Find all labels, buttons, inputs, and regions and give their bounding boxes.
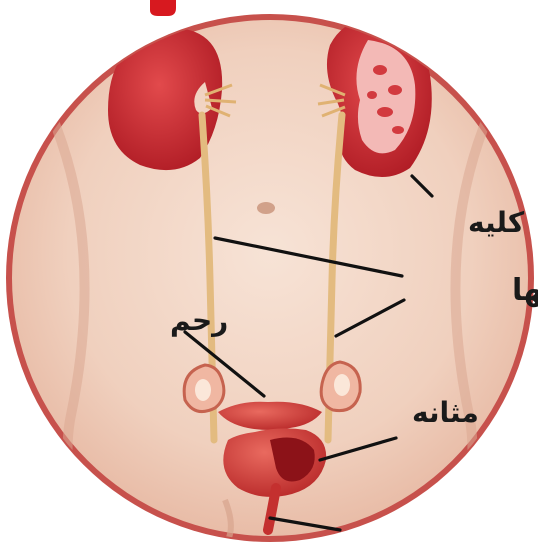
navel <box>257 202 275 214</box>
top-red-glyph <box>150 0 176 16</box>
right-kidney <box>327 20 432 177</box>
bladder-label: مثانه <box>412 396 479 429</box>
left-ovary <box>184 365 224 412</box>
kidney-label: کلیه <box>468 206 525 239</box>
uterus-label: رحم <box>170 304 228 337</box>
right-ovary <box>321 362 360 411</box>
ureters-label: حالبها <box>512 273 538 308</box>
